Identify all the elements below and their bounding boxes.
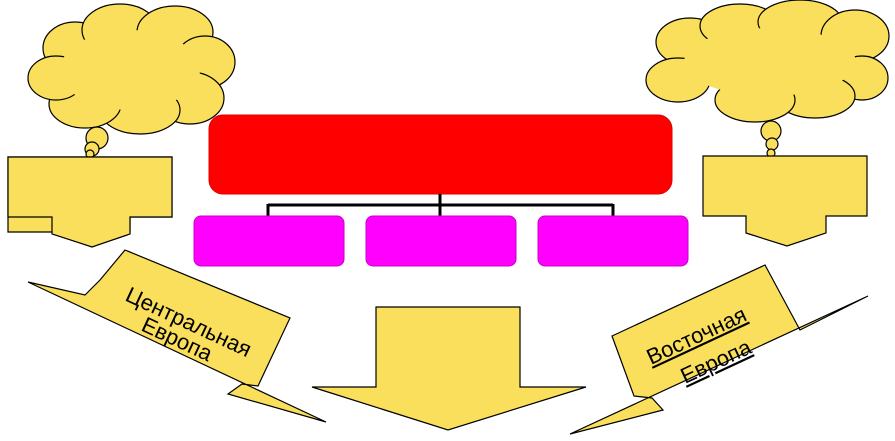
org-chart-child-box-3	[537, 215, 689, 267]
thought-bubbles-left	[84, 126, 109, 159]
arrow-eastern-europe	[569, 264, 869, 435]
thought-bubbles-right	[760, 120, 782, 158]
arrow-central-europe	[27, 249, 327, 423]
org-chart-top-box	[208, 114, 673, 195]
down-arrow-center	[311, 306, 587, 431]
org-chart-child-box-2	[365, 215, 517, 267]
down-arrow-left-body	[7, 156, 173, 248]
thought-cloud-left	[27, 3, 236, 135]
down-arrow-right	[702, 155, 868, 247]
org-chart-connectors	[266, 194, 615, 216]
thought-cloud-right	[645, 0, 890, 123]
org-chart-child-box-1	[193, 215, 345, 267]
